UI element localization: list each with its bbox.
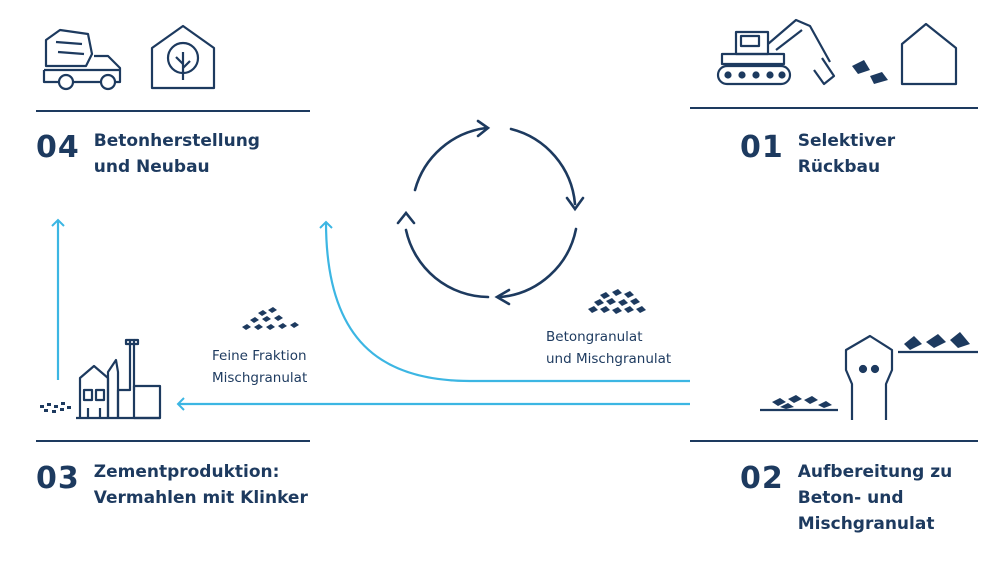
step-01-number: 01 bbox=[740, 130, 784, 165]
cycle-icon bbox=[396, 119, 585, 306]
flow-label-feine-fraktion-line-2: Mischgranulat bbox=[212, 370, 308, 386]
granulate-pile-icon bbox=[588, 289, 646, 314]
arrow-02-to-04 bbox=[319, 220, 690, 383]
cement-factory-icon bbox=[76, 338, 162, 420]
step-04-title: Betonherstellung und Neubau bbox=[94, 128, 260, 180]
step-03: 03 Zementproduktion: Vermahlen mit Klink… bbox=[36, 462, 308, 511]
step-01-title-line-1: Selektiver bbox=[797, 131, 896, 151]
concrete-mixer-truck-icon bbox=[42, 28, 122, 91]
house-tree-icon bbox=[150, 24, 216, 90]
rubble-pieces-icon bbox=[852, 60, 888, 84]
step-04-title-line-2: und Neubau bbox=[93, 157, 210, 177]
step-02-number: 02 bbox=[740, 461, 784, 496]
excavator-icon bbox=[716, 18, 836, 86]
fine-granulate-pile-icon bbox=[242, 307, 299, 330]
house-outline-icon bbox=[900, 22, 958, 86]
step-03-number: 03 bbox=[36, 461, 80, 496]
step-03-title-line-2: Vermahlen mit Klinker bbox=[93, 488, 308, 508]
step-02: 02 Aufbereitung zu Beton- und Mischgranu… bbox=[740, 462, 952, 537]
flow-label-feine-fraktion-line-1: Feine Fraktion bbox=[212, 348, 307, 364]
flow-label-betongranulat: Betongranulat und Mischgranulat bbox=[546, 326, 671, 370]
step-04-title-line-1: Betonherstellung bbox=[93, 131, 260, 151]
step-03-title-line-1: Zementproduktion: bbox=[93, 462, 280, 482]
step-02-title: Aufbereitung zu Beton- und Mischgranulat bbox=[798, 459, 953, 537]
step-01: 01 Selektiver Rückbau bbox=[740, 131, 895, 180]
step-04: 04 Betonherstellung und Neubau bbox=[36, 131, 260, 180]
fine-dust-icon bbox=[40, 402, 71, 413]
crusher-icon bbox=[760, 334, 978, 420]
step-02-title-line-2: Beton- und bbox=[797, 488, 904, 508]
step-02-title-line-3: Mischgranulat bbox=[797, 514, 935, 534]
step-01-title-line-2: Rückbau bbox=[797, 157, 881, 177]
flow-label-betongranulat-line-1: Betongranulat bbox=[546, 329, 643, 345]
crusher-granulate-icon bbox=[772, 332, 970, 409]
step-02-title-line-1: Aufbereitung zu bbox=[797, 462, 953, 482]
step-03-title: Zementproduktion: Vermahlen mit Klinker bbox=[94, 459, 308, 511]
flow-label-feine-fraktion: Feine Fraktion Mischgranulat bbox=[212, 345, 307, 389]
step-01-title: Selektiver Rückbau bbox=[798, 128, 895, 180]
flow-label-betongranulat-line-2: und Mischgranulat bbox=[546, 351, 672, 367]
step-04-number: 04 bbox=[36, 130, 80, 165]
